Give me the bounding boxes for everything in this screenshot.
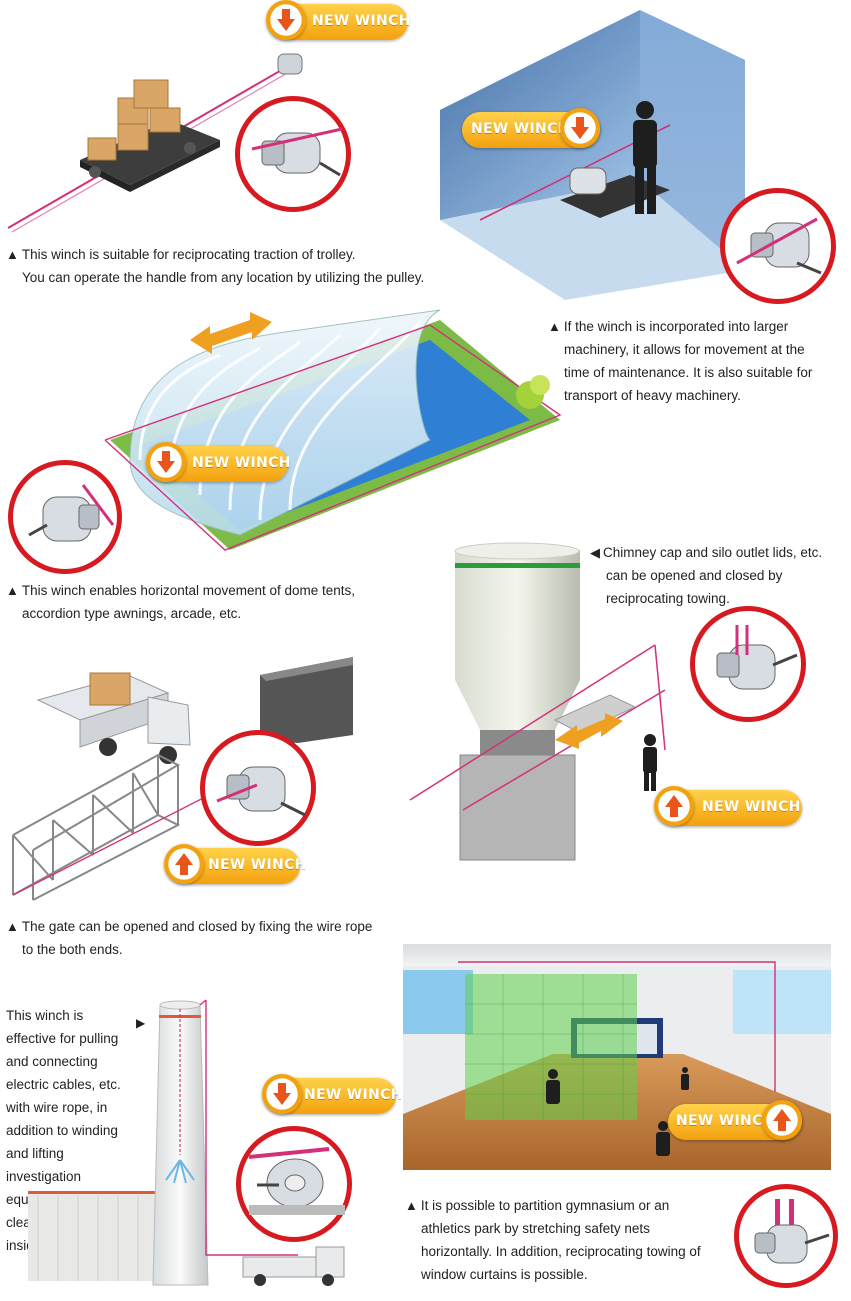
badge-label: NEW WINCH: [304, 1087, 403, 1103]
down-arrow-icon: [157, 451, 175, 473]
pointer-triangle-icon: ◀: [590, 545, 600, 560]
up-arrow-icon: [665, 795, 683, 817]
badge-label: NEW WINCH: [208, 857, 307, 873]
bullet-triangle-icon: ▲: [6, 919, 19, 934]
gate-illustration: [12, 657, 353, 901]
new-winch-badge-gym: NEW WINCH: [668, 1100, 802, 1140]
chimney-illustration: [28, 999, 345, 1286]
up-arrow-icon: [773, 1109, 791, 1131]
chimney-winch-closeup: [236, 1126, 352, 1242]
pointer-right-triangle-icon: ▶: [136, 1016, 146, 1030]
down-arrow-icon: [571, 117, 589, 139]
machinery-room-illustration: [440, 10, 745, 300]
bullet-triangle-icon: ▲: [405, 1198, 418, 1213]
new-winch-badge-machinery: NEW WINCH: [462, 108, 600, 148]
badge-label: NEW WINCH: [192, 455, 291, 471]
badge-label: NEW WINCH: [702, 799, 801, 815]
bullet-triangle-icon: ▲: [6, 247, 19, 262]
bullet-triangle-icon: ▲: [6, 583, 19, 598]
bullet-triangle-icon: ▲: [548, 319, 561, 334]
gate-winch-closeup: [200, 730, 316, 846]
caption-dome: ▲This winch enables horizontal movement …: [6, 583, 356, 621]
new-winch-badge-gate: NEW WINCH: [164, 844, 306, 884]
caption-trolley: ▲This winch is suitable for reciprocatin…: [6, 247, 425, 285]
down-arrow-icon: [273, 1083, 291, 1105]
badge-label: NEW WINCH: [676, 1113, 775, 1129]
new-winch-badge-dome: NEW WINCH: [146, 442, 291, 482]
caption-gate: ▲The gate can be opened and closed by fi…: [6, 919, 373, 957]
caption-gym: ▲It is possible to partition gymnasium o…: [405, 1198, 701, 1282]
dome-winch-closeup: [8, 460, 122, 574]
new-winch-badge-silo: NEW WINCH: [654, 786, 802, 826]
caption-machinery: ▲If the winch is incorporated into large…: [548, 319, 813, 403]
caption-chimney-cap: ◀Chimney cap and silo outlet lids, etc. …: [590, 545, 823, 606]
trolley-illustration: [7, 53, 303, 233]
machinery-winch-closeup: [720, 188, 836, 304]
silo-illustration: [409, 542, 666, 861]
badge-label: NEW WINCH: [312, 13, 411, 29]
silo-winch-closeup: [690, 606, 806, 722]
dome-tent-illustration: [104, 309, 562, 551]
up-arrow-icon: [175, 853, 193, 875]
trolley-winch-closeup: [235, 96, 351, 212]
gym-winch-closeup: [734, 1184, 838, 1288]
down-arrow-icon: [277, 9, 295, 31]
new-winch-badge-chimney: NEW WINCH: [262, 1074, 402, 1114]
badge-label: NEW WINCH: [471, 121, 570, 137]
new-winch-badge-trolley: NEW WINCH: [266, 0, 411, 40]
